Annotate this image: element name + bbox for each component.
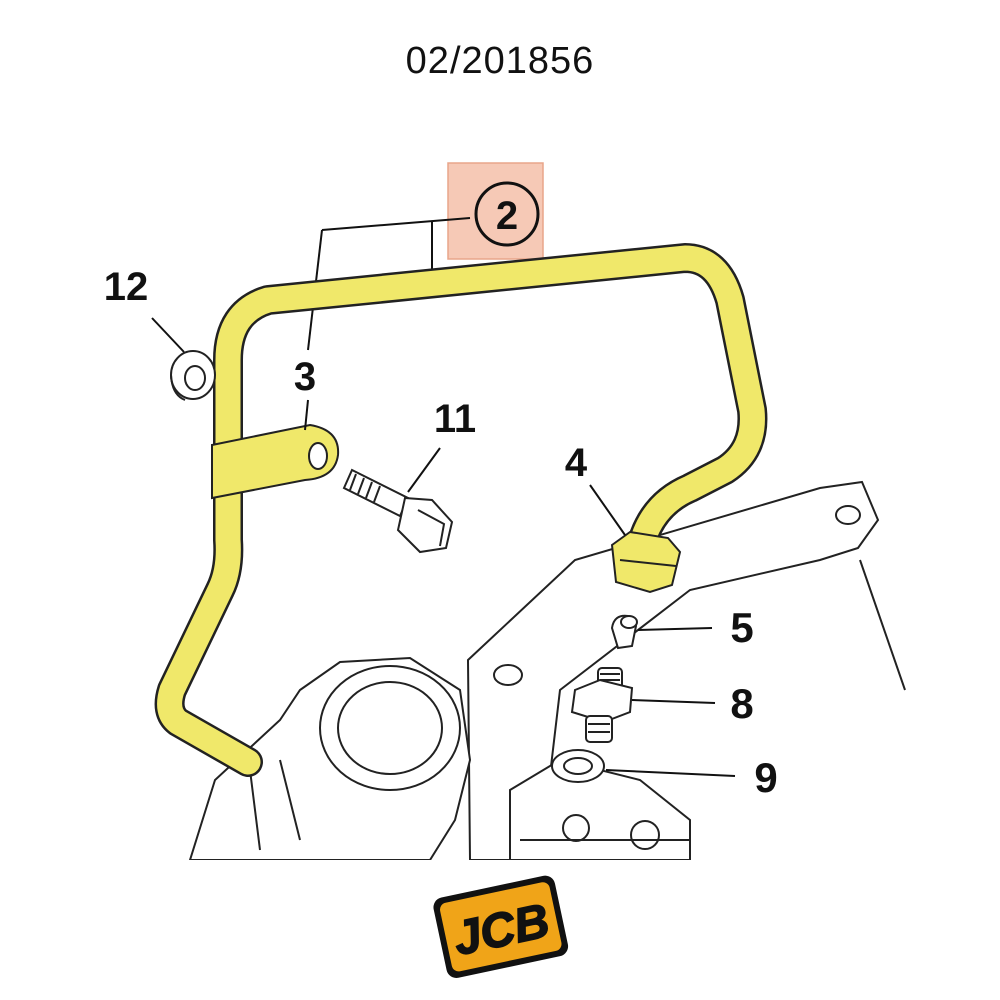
callout-12-label: 12	[104, 265, 149, 309]
adaptor-part-8	[570, 667, 634, 743]
engine-housing	[466, 480, 906, 860]
part-number: 02/201856	[405, 40, 595, 82]
callout-2-label: 2	[496, 194, 518, 238]
exploded-parts-diagram: 2 3 4 5 8 9 11 12	[104, 162, 906, 860]
turbo-elbow	[188, 656, 472, 860]
pipe-clip	[211, 423, 340, 500]
washer-part-12	[170, 350, 216, 401]
jcb-logo: JCB	[433, 875, 569, 978]
bolt-part-11	[342, 468, 454, 554]
callout-11-label: 11	[434, 397, 476, 441]
callout-2-circle	[474, 181, 540, 247]
callout-4-label: 4	[565, 441, 588, 485]
oil-feed-pipe	[154, 243, 768, 777]
union-nut	[610, 530, 682, 594]
fitting-part-5	[610, 614, 638, 650]
washer-part-9	[551, 749, 605, 783]
callout-5-label: 5	[730, 604, 753, 651]
jcb-logo-text: JCB	[449, 894, 554, 966]
callout-leaders	[151, 317, 736, 777]
callout-3-label: 3	[294, 355, 316, 399]
callout-9-label: 9	[754, 754, 777, 801]
callout-8-label: 8	[730, 680, 753, 727]
